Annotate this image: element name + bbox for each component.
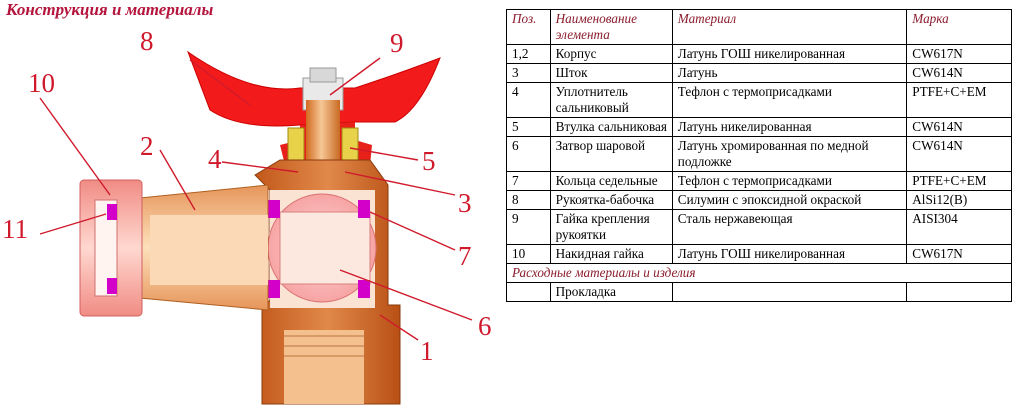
cell-pos: [506, 282, 551, 302]
cell-pos: 3: [506, 63, 551, 83]
callout-5: 5: [422, 146, 436, 176]
cell-name: Шток: [549, 63, 673, 83]
cell-material: Латунь ГОШ никелированная: [671, 244, 908, 264]
cell-pos: 8: [506, 190, 551, 210]
cell-grade: CW617N: [906, 244, 1012, 264]
cell-material: Латунь хромированная по медной подложке: [671, 136, 908, 172]
cell-grade: AISI304: [906, 209, 1012, 245]
cell-material: Силумин с эпоксидной окраской: [671, 190, 908, 210]
table-row: Прокладка: [506, 282, 1012, 302]
cell-material: Тефлон с термоприсадками: [671, 171, 908, 191]
callout-2: 2: [140, 131, 154, 161]
cell-material: Тефлон с термоприсадками: [671, 82, 908, 118]
cell-grade: PTFE+C+EM: [906, 82, 1012, 118]
callout-3: 3: [458, 188, 472, 218]
cell-name: Корпус: [549, 44, 673, 64]
callout-11: 11: [2, 214, 28, 244]
callout-1: 1: [420, 336, 434, 366]
cell-grade: CW617N: [906, 44, 1012, 64]
gland-bush: [287, 127, 305, 161]
cell-grade: CW614N: [906, 136, 1012, 172]
cell-grade: AlSi12(B): [906, 190, 1012, 210]
materials-table: Поз. Наименование элемента Материал Марк…: [506, 9, 1012, 302]
cell-grade: CW614N: [906, 117, 1012, 137]
cell-pos: 1,2: [506, 44, 551, 64]
section-title: Конструкция и материалы: [6, 0, 214, 19]
cell-pos: 5: [506, 117, 551, 137]
section-label: Расходные материалы и изделия: [506, 263, 1012, 283]
cell-grade: [906, 282, 1012, 302]
cell-pos: 4: [506, 82, 551, 118]
header-material: Материал: [671, 9, 908, 45]
cell-material: Сталь нержавеющая: [671, 209, 908, 245]
callout-7: 7: [458, 241, 472, 271]
gasket: [107, 204, 117, 220]
table-header-row: Поз. Наименование элемента Материал Марк…: [506, 9, 1012, 45]
cell-grade: CW614N: [906, 63, 1012, 83]
cell-name: Гайка крепления рукоятки: [549, 209, 673, 245]
cell-name: Прокладка: [549, 282, 673, 302]
cell-material: Латунь: [671, 63, 908, 83]
header-grade: Марка: [906, 9, 1012, 45]
seat-ring: [268, 200, 280, 218]
cell-pos: 7: [506, 171, 551, 191]
cell-name: Уплотнитель сальниковый: [549, 82, 673, 118]
valve-cross-section-diagram: 1 2 3 4 5 6 7 8 9 10 11: [2, 26, 492, 405]
cell-name: Рукоятка-бабочка: [549, 190, 673, 210]
header-pos: Поз.: [506, 9, 551, 45]
cell-pos: 6: [506, 136, 551, 172]
callout-10: 10: [28, 68, 55, 98]
callout-4: 4: [208, 144, 222, 174]
cell-material: Латунь никелированная: [671, 117, 908, 137]
cell-name: Втулка сальниковая: [549, 117, 673, 137]
cell-name: Затвор шаровой: [549, 136, 673, 172]
cell-name: Кольца седельные: [549, 171, 673, 191]
cell-grade: PTFE+C+EM: [906, 171, 1012, 191]
callout-9: 9: [390, 28, 404, 58]
callout-8: 8: [140, 26, 154, 56]
header-name: Наименование элемента: [549, 9, 673, 45]
cell-pos: 9: [506, 209, 551, 245]
cell-material: Латунь ГОШ никелированная: [671, 44, 908, 64]
callout-6: 6: [478, 311, 492, 341]
cell-material: [671, 282, 908, 302]
cell-pos: 10: [506, 244, 551, 264]
table-section-row: Расходные материалы и изделия: [506, 263, 1012, 283]
cell-name: Накидная гайка: [549, 244, 673, 264]
